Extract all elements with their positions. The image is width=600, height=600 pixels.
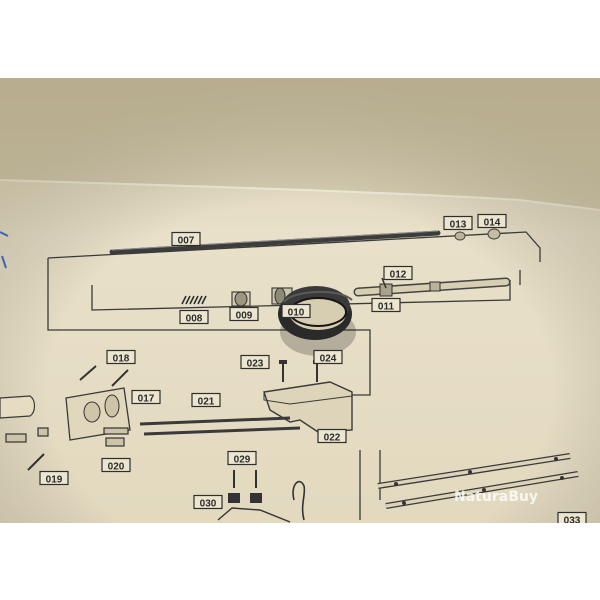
- part-label-019: 019: [39, 470, 69, 486]
- part-label-text: 020: [108, 462, 125, 473]
- pins-029-030: [217, 470, 291, 523]
- part-label-box: [240, 354, 270, 370]
- spring-008: [181, 295, 207, 305]
- part-label-text: 022: [324, 433, 341, 444]
- part-label-box: [371, 297, 401, 313]
- part-label-text: 024: [320, 354, 337, 365]
- part-label-box: [281, 303, 311, 319]
- part-label-011: 011: [371, 297, 401, 313]
- part-label-box: [191, 392, 221, 408]
- part-label-text: 011: [378, 302, 395, 313]
- part-label-text: 030: [200, 499, 217, 510]
- part-label-text: 007: [178, 236, 195, 247]
- part-label-text: 029: [234, 455, 251, 466]
- part-label-text: 014: [484, 218, 501, 229]
- part-label-013: 013: [443, 215, 473, 231]
- rod-021: [139, 416, 301, 436]
- part-label-024: 024: [313, 349, 343, 365]
- screw-023: [279, 360, 287, 382]
- part-label-text: 010: [288, 308, 305, 319]
- part-label-box: [101, 457, 131, 473]
- part-label-box: [313, 349, 343, 365]
- part-label-009: 009: [229, 306, 259, 322]
- part-label-007: 007: [171, 231, 201, 247]
- part-label-021: 021: [191, 392, 221, 408]
- part-label-text: 013: [450, 220, 467, 231]
- part-label-023: 023: [240, 354, 270, 370]
- part-label-box: [193, 494, 223, 510]
- part-label-box: [383, 265, 413, 281]
- part-label-text: 019: [46, 475, 63, 486]
- rod-007: [109, 230, 441, 255]
- part-label-012: 012: [383, 265, 413, 281]
- part-label-030: 030: [193, 494, 223, 510]
- part-label-029: 029: [227, 450, 257, 466]
- diagram-lines: [47, 231, 541, 520]
- part-014: [487, 228, 501, 240]
- receiver-017: [65, 365, 131, 441]
- part-label-text: 021: [198, 397, 215, 408]
- part-label-box: [171, 231, 201, 247]
- part-label-box: [443, 215, 473, 231]
- hook-part: [292, 480, 306, 521]
- part-label-box: [179, 309, 209, 325]
- part-label-box: [229, 306, 259, 322]
- pin-012: [381, 277, 387, 289]
- part-label-box: [131, 389, 161, 405]
- part-label-017: 017: [131, 389, 161, 405]
- part-label-box: [477, 213, 507, 229]
- part-label-033: 033: [557, 511, 587, 527]
- part-label-text: 008: [186, 314, 203, 325]
- part-label-010: 010: [281, 303, 311, 319]
- tube-011: [353, 277, 511, 297]
- part-label-group: 007 013 014 012 008 009 010 011 018 017 023 024 021 0…: [39, 213, 587, 527]
- part-label-018: 018: [106, 349, 136, 365]
- part-009: [231, 291, 251, 307]
- rubber-o-ring: [278, 286, 356, 356]
- part-label-014: 014: [477, 213, 507, 229]
- part-label-text: 009: [236, 311, 253, 322]
- naturabuy-watermark: NaturaBuy: [454, 489, 538, 505]
- part-label-box: [39, 470, 69, 486]
- part-label-box: [106, 349, 136, 365]
- blue-mark: [0, 231, 9, 269]
- parts-019-020: [5, 427, 129, 471]
- part-label-020: 020: [101, 457, 131, 473]
- part-label-text: 017: [138, 394, 155, 405]
- part-label-text: 012: [390, 270, 407, 281]
- part-label-008: 008: [179, 309, 209, 325]
- stock-piece: [0, 395, 36, 419]
- part-label-text: 018: [113, 354, 130, 365]
- part-label-text: 023: [247, 359, 264, 370]
- part-label-text: 033: [564, 516, 581, 527]
- part-label-box: [227, 450, 257, 466]
- part-label-022: 022: [317, 428, 347, 444]
- part-label-box: [317, 428, 347, 444]
- part-013: [454, 231, 466, 241]
- rails-033: [377, 453, 579, 509]
